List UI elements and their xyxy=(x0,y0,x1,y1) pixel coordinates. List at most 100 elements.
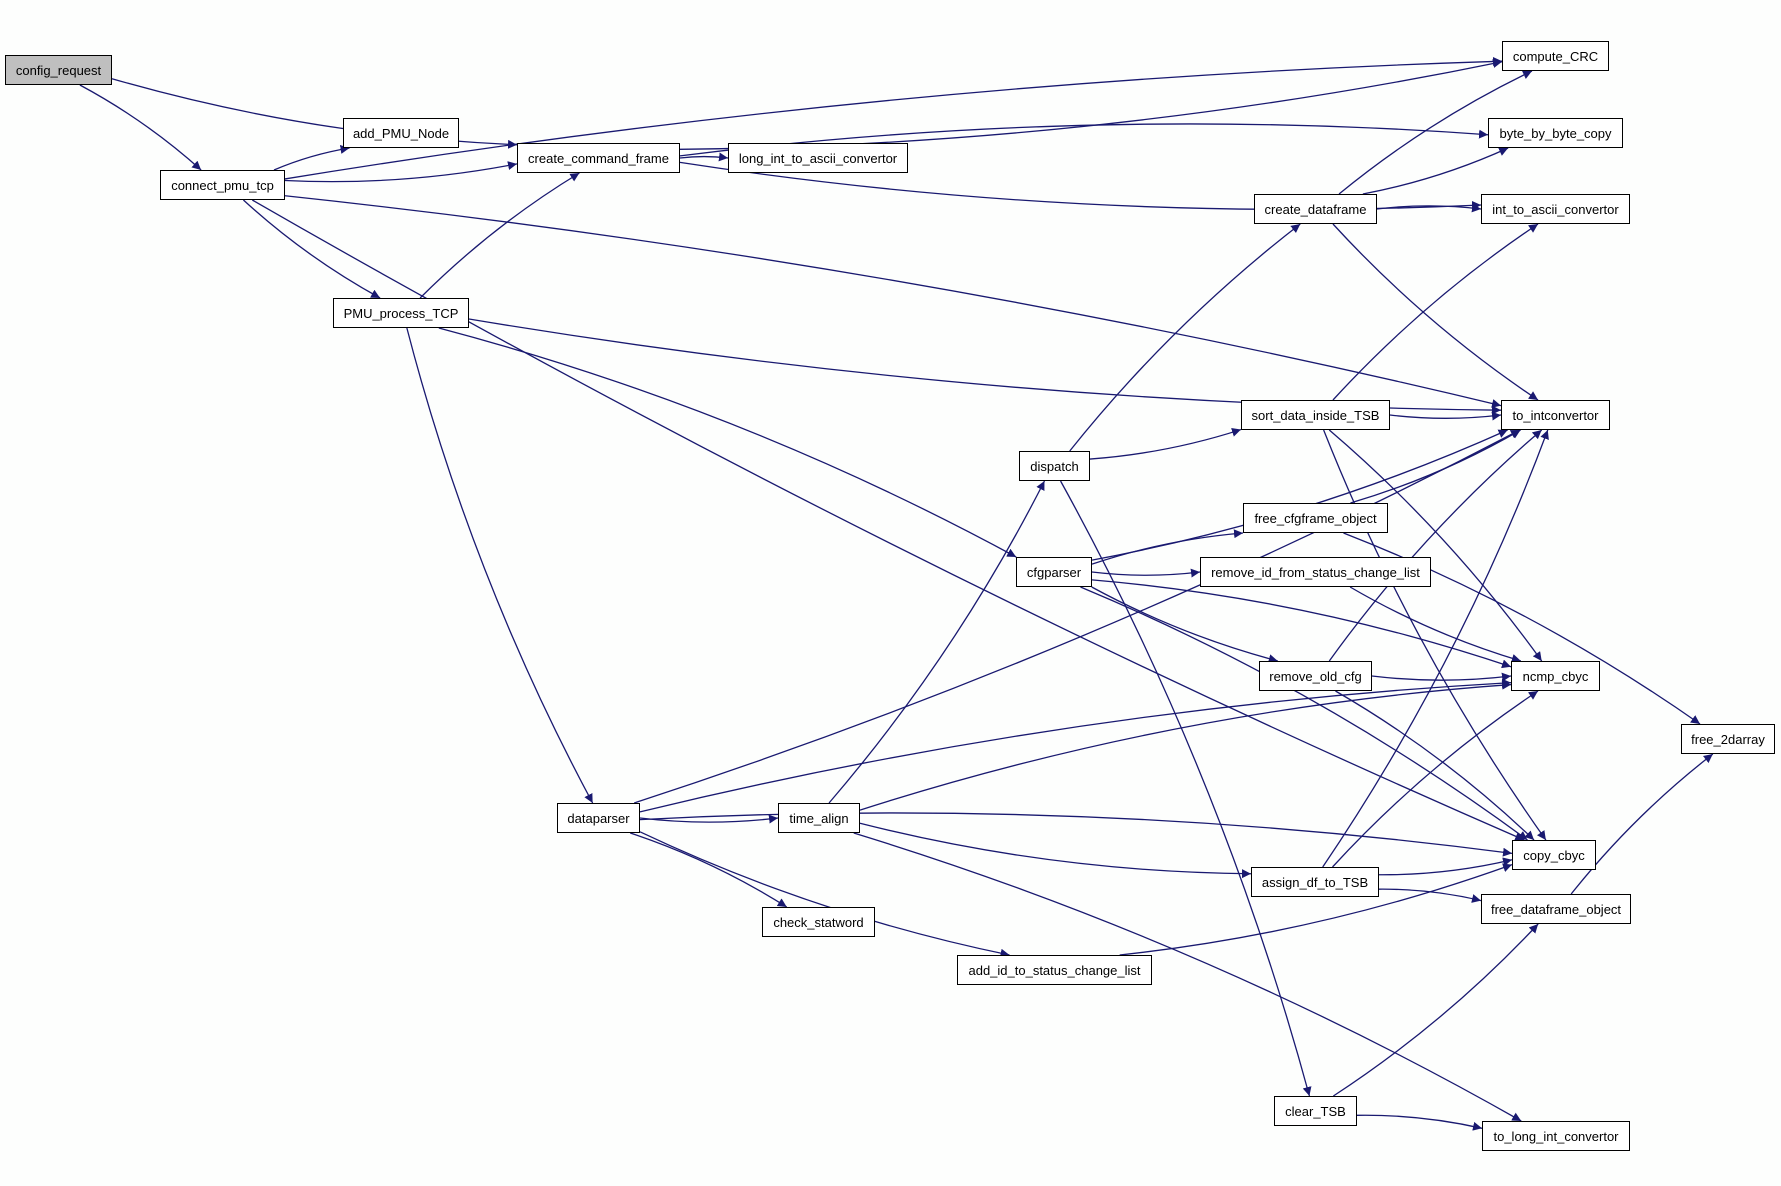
edge-time_align-to-assign_df_to_TSB xyxy=(859,822,1252,879)
edge-free_cfgframe_object-to-to_intconvertor xyxy=(1350,429,1521,504)
edge-PMU_process_TCP-to-create_command_frame xyxy=(419,172,580,299)
edge-config_request-to-create_command_frame xyxy=(111,78,518,149)
edge-free_cfgframe_object-to-free_2darray xyxy=(1343,532,1701,725)
edge-dispatch-to-create_dataframe xyxy=(1069,223,1301,452)
node-label: int_to_ascii_convertor xyxy=(1492,201,1619,217)
node-to-long-int-convertor[interactable]: to_long_int_convertor xyxy=(1482,1121,1630,1151)
edge-sort_data_inside_TSB-to-copy_cbyc xyxy=(1323,429,1547,841)
node-add-id-to-status-change-list[interactable]: add_id_to_status_change_list xyxy=(957,955,1152,985)
node-label: create_command_frame xyxy=(528,150,669,166)
edge-dataparser-to-ncmp_cbyc xyxy=(639,678,1512,813)
edge-remove_old_cfg-to-to_intconvertor xyxy=(1328,429,1543,662)
node-create-dataframe[interactable]: create_dataframe xyxy=(1254,194,1377,224)
edge-create_command_frame-to-long_int_to_ascii_convertor xyxy=(679,152,729,162)
node-cfgparser[interactable]: cfgparser xyxy=(1016,557,1092,587)
edge-config_request-to-connect_pmu_tcp xyxy=(79,84,202,171)
node-label: sort_data_inside_TSB xyxy=(1251,407,1380,423)
edge-time_align-to-ncmp_cbyc xyxy=(859,680,1512,811)
node-label: to_long_int_convertor xyxy=(1493,1128,1619,1144)
edge-PMU_process_TCP-to-to_intconvertor xyxy=(468,318,1502,415)
node-dataparser[interactable]: dataparser xyxy=(557,803,640,833)
node-remove-id-from-status-change-list[interactable]: remove_id_from_status_change_list xyxy=(1200,557,1431,587)
edge-create_dataframe-to-compute_CRC xyxy=(1338,70,1533,195)
node-pmu-process-tcp[interactable]: PMU_process_TCP xyxy=(333,298,469,328)
node-time-align[interactable]: time_align xyxy=(778,803,860,833)
node-label: add_PMU_Node xyxy=(352,125,450,141)
edge-dispatch-to-clear_TSB xyxy=(1060,480,1312,1097)
node-sort-data-inside-tsb[interactable]: sort_data_inside_TSB xyxy=(1241,400,1390,430)
node-label: assign_df_to_TSB xyxy=(1261,874,1369,890)
edge-dispatch-to-sort_data_inside_TSB xyxy=(1089,428,1242,460)
edge-connect_pmu_tcp-to-to_intconvertor xyxy=(284,195,1502,408)
edge-cfgparser-to-copy_cbyc xyxy=(1080,586,1528,841)
edge-assign_df_to_TSB-to-ncmp_cbyc xyxy=(1332,690,1539,868)
node-clear-tsb[interactable]: clear_TSB xyxy=(1274,1096,1357,1126)
edge-create_command_frame-to-compute_CRC xyxy=(679,59,1503,150)
edge-clear_TSB-to-to_long_int_convertor xyxy=(1356,1114,1483,1131)
node-config-request[interactable]: config_request xyxy=(5,55,112,85)
node-compute-crc[interactable]: compute_CRC xyxy=(1502,41,1609,71)
edge-dataparser-to-time_align xyxy=(639,814,779,824)
node-label: free_dataframe_object xyxy=(1490,901,1622,917)
edge-cfgparser-to-free_cfgframe_object xyxy=(1091,529,1244,565)
node-check-statword[interactable]: check_statword xyxy=(762,907,875,937)
edge-sort_data_inside_TSB-to-int_to_ascii_convertor xyxy=(1332,223,1539,401)
node-byte-by-byte-copy[interactable]: byte_by_byte_copy xyxy=(1488,118,1623,148)
edge-sort_data_inside_TSB-to-ncmp_cbyc xyxy=(1328,429,1543,662)
node-add-pmu-node[interactable]: add_PMU_Node xyxy=(343,118,459,148)
edge-create_dataframe-to-byte_by_byte_copy xyxy=(1362,147,1509,195)
node-connect-pmu-tcp[interactable]: connect_pmu_tcp xyxy=(160,170,285,200)
node-label: copy_cbyc xyxy=(1523,847,1585,863)
node-label: PMU_process_TCP xyxy=(343,305,459,321)
edge-connect_pmu_tcp-to-add_PMU_Node xyxy=(273,145,350,171)
edge-dataparser-to-add_id_to_status_change_list xyxy=(639,831,1010,958)
node-remove-old-cfg[interactable]: remove_old_cfg xyxy=(1259,661,1372,691)
edge-remove_old_cfg-to-ncmp_cbyc xyxy=(1371,672,1512,682)
node-label: check_statword xyxy=(773,914,864,930)
node-ncmp-cbyc[interactable]: ncmp_cbyc xyxy=(1511,661,1600,691)
edge-cfgparser-to-ncmp_cbyc xyxy=(1091,579,1512,669)
edge-connect_pmu_tcp-to-compute_CRC xyxy=(284,56,1503,180)
edge-assign_df_to_TSB-to-free_dataframe_object xyxy=(1378,888,1482,903)
edge-PMU_process_TCP-to-cfgparser xyxy=(438,327,1017,558)
node-dispatch[interactable]: dispatch xyxy=(1019,451,1090,481)
node-label: cfgparser xyxy=(1026,564,1082,580)
node-label: add_id_to_status_change_list xyxy=(968,962,1141,978)
node-int-to-ascii-convertor[interactable]: int_to_ascii_convertor xyxy=(1481,194,1630,224)
node-create-command-frame[interactable]: create_command_frame xyxy=(517,143,680,173)
edge-cfgparser-to-remove_old_cfg xyxy=(1091,586,1278,664)
edge-time_align-to-dispatch xyxy=(828,480,1046,804)
node-label: connect_pmu_tcp xyxy=(171,177,274,193)
edge-dataparser-to-check_statword xyxy=(630,832,788,908)
node-label: long_int_to_ascii_convertor xyxy=(738,150,898,166)
edge-remove_old_cfg-to-copy_cbyc xyxy=(1335,690,1535,841)
edge-dataparser-to-to_intconvertor xyxy=(633,429,1521,804)
node-free-2darray[interactable]: free_2darray xyxy=(1681,724,1775,754)
node-label: free_2darray xyxy=(1691,731,1765,747)
node-free-dataframe-object[interactable]: free_dataframe_object xyxy=(1481,894,1631,924)
node-copy-cbyc[interactable]: copy_cbyc xyxy=(1512,840,1596,870)
edge-PMU_process_TCP-to-dataparser xyxy=(406,327,594,804)
node-free-cfgframe-object[interactable]: free_cfgframe_object xyxy=(1243,503,1388,533)
node-label: remove_old_cfg xyxy=(1269,668,1362,684)
node-long-int-to-ascii-convertor[interactable]: long_int_to_ascii_convertor xyxy=(728,143,908,173)
edge-cfgparser-to-remove_id_from_status_change_list xyxy=(1091,568,1201,578)
node-label: free_cfgframe_object xyxy=(1254,510,1377,526)
node-label: remove_id_from_status_change_list xyxy=(1211,564,1420,580)
node-label: ncmp_cbyc xyxy=(1522,668,1589,684)
edge-cfgparser-to-to_intconvertor xyxy=(1091,429,1508,561)
node-label: config_request xyxy=(15,62,102,78)
edge-assign_df_to_TSB-to-copy_cbyc xyxy=(1378,857,1513,876)
node-assign-df-to-tsb[interactable]: assign_df_to_TSB xyxy=(1251,867,1379,897)
edge-create_dataframe-to-int_to_ascii_convertor xyxy=(1376,203,1482,213)
node-label: clear_TSB xyxy=(1285,1103,1346,1119)
edge-add_id_to_status_change_list-to-copy_cbyc xyxy=(1119,863,1513,956)
node-label: create_dataframe xyxy=(1264,201,1367,217)
edge-assign_df_to_TSB-to-to_intconvertor xyxy=(1322,429,1549,868)
node-label: dataparser xyxy=(567,810,630,826)
node-label: compute_CRC xyxy=(1512,48,1599,64)
node-to-intconvertor[interactable]: to_intconvertor xyxy=(1501,400,1610,430)
node-label: time_align xyxy=(789,810,849,826)
node-label: to_intconvertor xyxy=(1512,407,1599,423)
